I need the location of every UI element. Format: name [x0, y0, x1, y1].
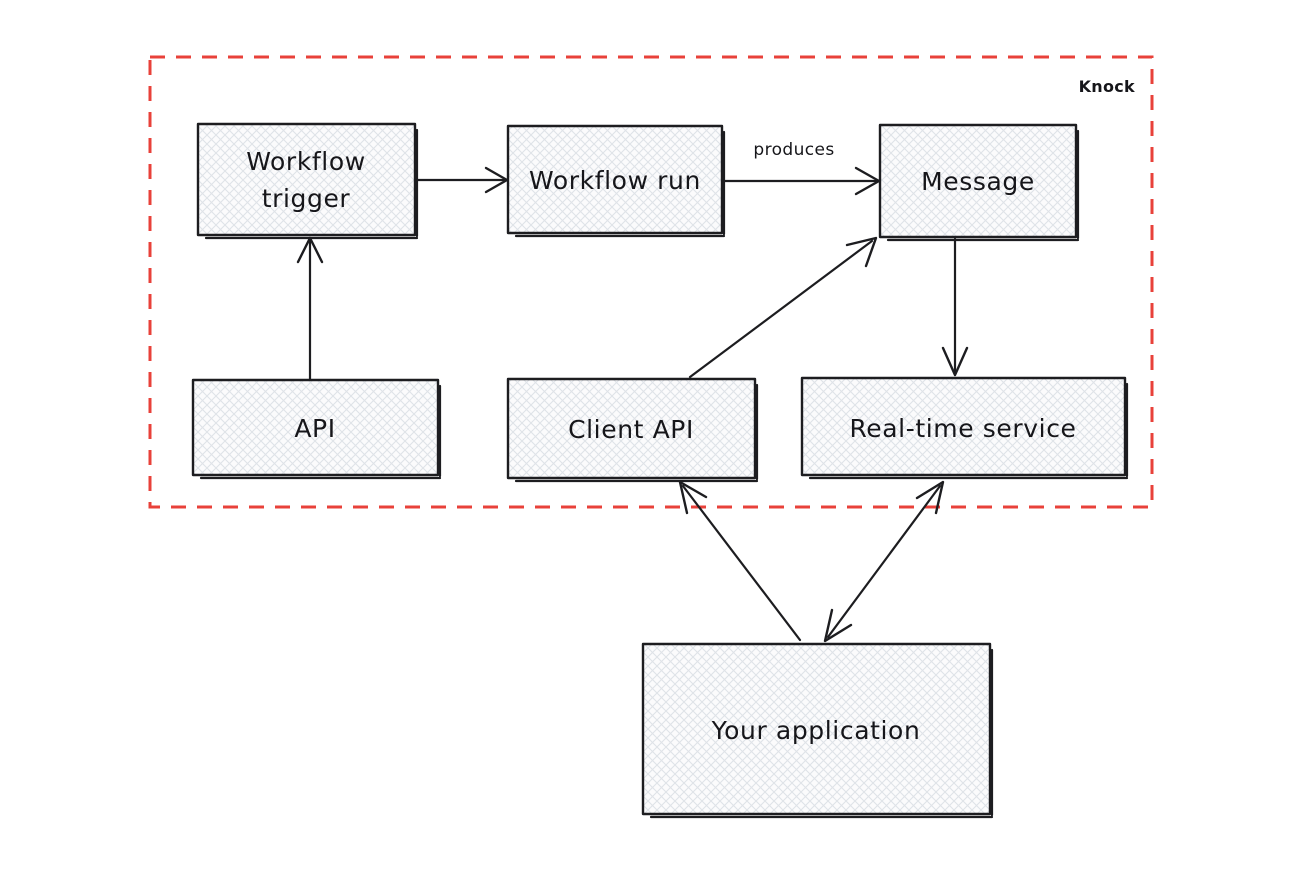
edge-line: [688, 239, 874, 379]
arrow-head-icon: [823, 608, 853, 643]
node-workflow-trigger[interactable]: Workflow trigger: [196, 122, 419, 240]
node-label: Your application: [711, 716, 921, 745]
node-client-api[interactable]: Client API: [506, 377, 759, 483]
knock-boundary-group: Knock: [148, 55, 1154, 509]
node-shadow: [514, 130, 726, 238]
node-label: Workflow: [246, 147, 366, 176]
edge-line: [826, 484, 942, 639]
arrow-head-icon: [915, 480, 945, 515]
node-shadow: [204, 128, 419, 240]
node-label: Message: [921, 167, 1035, 196]
node-label: API: [294, 414, 335, 443]
edge-label-produces: produces: [753, 140, 834, 160]
node-box: [878, 123, 1078, 239]
edge-real-time-service-to-your-application: [823, 480, 945, 643]
knock-boundary-label: Knock: [1079, 77, 1135, 96]
node-api[interactable]: API: [191, 378, 442, 480]
node-box: [641, 642, 992, 816]
node-shadow: [886, 129, 1080, 242]
node-shadow: [514, 383, 759, 483]
node-shadow: [808, 382, 1129, 480]
arrow-head-icon: [845, 236, 878, 268]
node-shadow: [199, 384, 442, 480]
node-label-line2: trigger: [262, 184, 351, 213]
node-box: [191, 378, 440, 477]
node-box: [506, 124, 724, 235]
edge-line: [681, 484, 802, 642]
node-label: Client API: [568, 415, 694, 444]
knock-boundary: [148, 55, 1154, 509]
edge-message-to-real-time-service: [941, 237, 969, 377]
edge-api-to-trigger: [296, 236, 324, 381]
edge-trigger-to-run: [414, 166, 509, 194]
node-shadow: [649, 648, 994, 819]
node-box: [196, 122, 417, 237]
edge-client-api-to-message: [688, 236, 878, 379]
node-message[interactable]: Message: [878, 123, 1080, 242]
node-label: Workflow run: [529, 166, 701, 195]
node-box: [506, 377, 757, 480]
node-label: Real-time service: [849, 414, 1076, 443]
node-your-application[interactable]: Your application: [641, 642, 994, 819]
arrow-head-icon: [941, 346, 969, 377]
node-workflow-run[interactable]: Workflow run: [506, 124, 726, 238]
node-box: [800, 376, 1127, 477]
node-real-time-service[interactable]: Real-time service: [800, 376, 1129, 480]
edge-run-to-message: produces: [721, 140, 881, 196]
